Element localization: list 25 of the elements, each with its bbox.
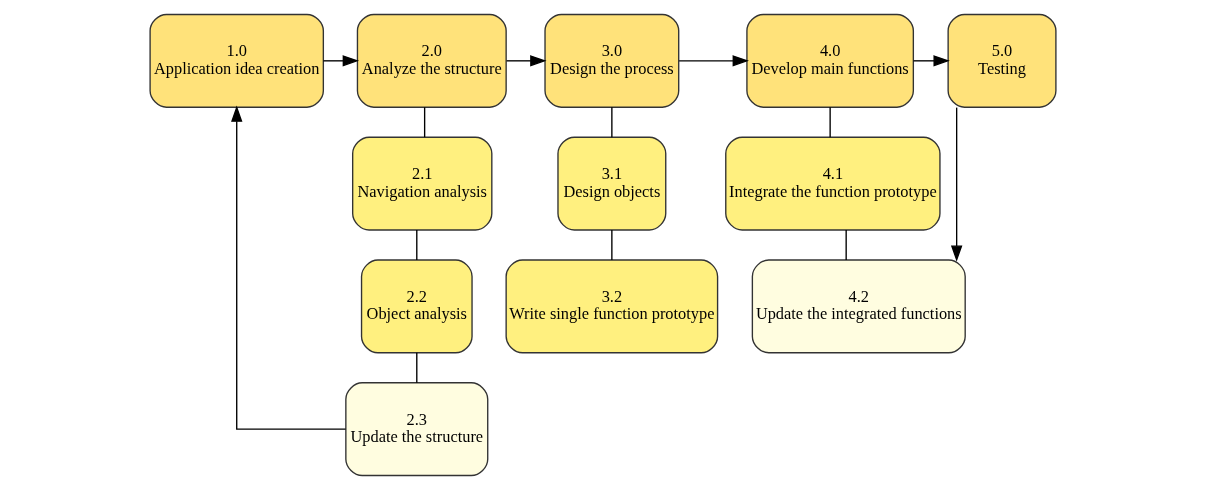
arrow (678, 54, 749, 67)
arrow (231, 104, 347, 430)
connector (423, 106, 426, 138)
arrow (912, 54, 950, 67)
arrow (505, 54, 547, 67)
arrow (322, 54, 360, 67)
node-box: 1.0 Application idea creation (149, 13, 325, 108)
connector (611, 106, 613, 138)
connector (611, 228, 613, 261)
node-box: 2.3 Update the structure (345, 381, 489, 476)
connector (845, 228, 847, 261)
node-box: 4.2 Update the integrated functions (751, 258, 966, 353)
node-box: 4.0 Develop main functions (746, 13, 915, 108)
node-box: 3.0 Design the process (544, 13, 680, 108)
node-box: 2.0 Analyze the structure (356, 13, 507, 108)
node-box: 2.2 Object analysis (360, 258, 473, 353)
node-box: 4.1 Integrate the function prototype (725, 136, 941, 231)
node-box: 3.2 Write single function prototype (505, 258, 719, 353)
arrow (950, 106, 963, 262)
node-box: 3.1 Design objects (557, 136, 667, 231)
connector (416, 228, 418, 261)
node-box: 2.1 Navigation analysis (352, 136, 493, 231)
connector (416, 351, 418, 383)
connector (829, 106, 831, 138)
node-box: 5.0 Testing (947, 13, 1057, 108)
